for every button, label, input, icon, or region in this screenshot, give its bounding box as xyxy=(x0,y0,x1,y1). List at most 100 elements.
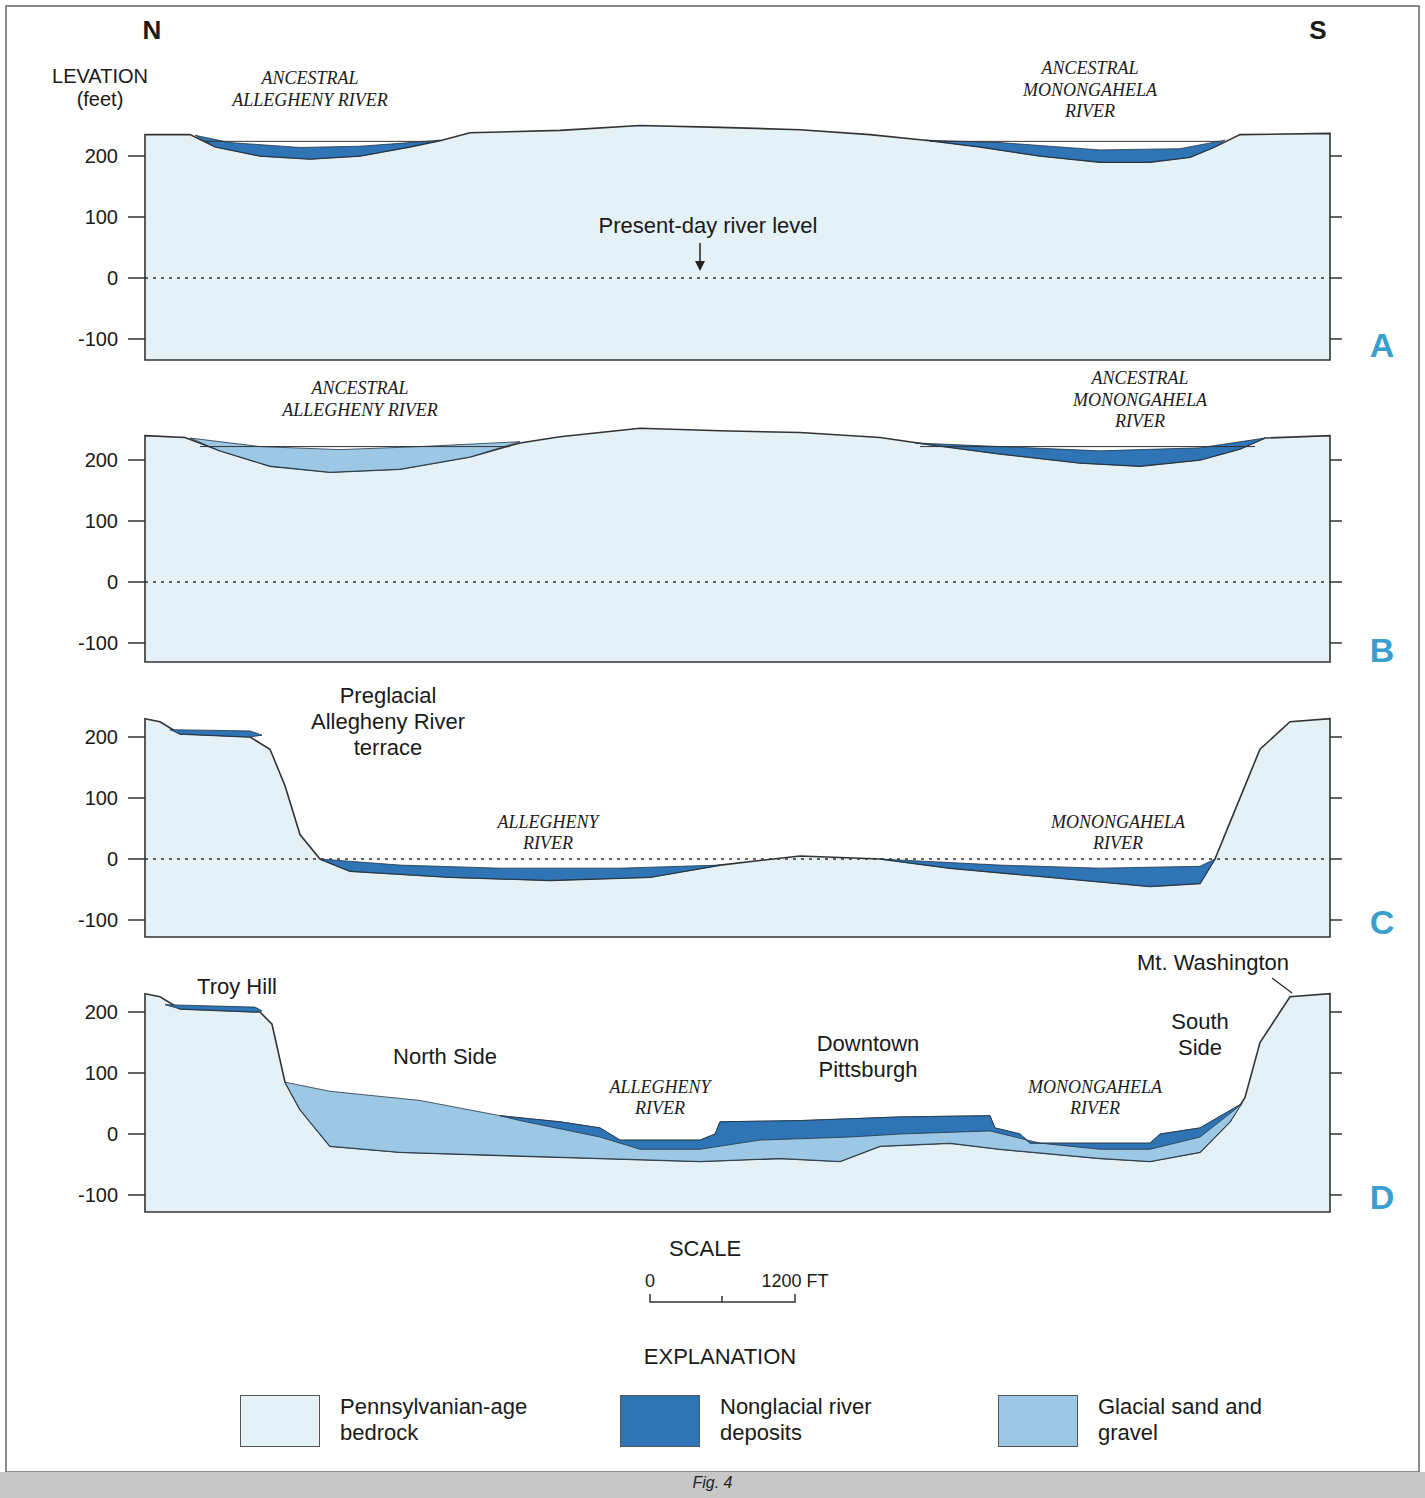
deposit xyxy=(925,140,1225,162)
legend-swatch xyxy=(998,1395,1078,1447)
place-label: South Side xyxy=(1155,1009,1245,1061)
axis-tick xyxy=(1330,1011,1342,1013)
deposit xyxy=(170,730,262,737)
river-label: ANCESTRAL ALLEGHENY RIVER xyxy=(225,68,395,111)
bedrock xyxy=(145,126,1330,361)
water-line xyxy=(200,446,510,447)
river-level-line xyxy=(145,581,1330,583)
legend-swatch xyxy=(240,1395,320,1447)
axis-tick xyxy=(1330,459,1342,461)
axis-label: 200 xyxy=(85,726,118,749)
axis-tick xyxy=(1330,642,1342,644)
axis-label: 0 xyxy=(107,1123,118,1146)
place-label: North Side xyxy=(390,1044,500,1070)
axis-tick xyxy=(1330,1194,1342,1196)
axis-tick xyxy=(128,581,145,583)
legend-swatch xyxy=(620,1395,700,1447)
scale-bar xyxy=(650,1294,795,1302)
axis-tick xyxy=(128,797,145,799)
bedrock xyxy=(145,994,1330,1212)
panel-letter: D xyxy=(1370,1178,1395,1217)
axis-tick xyxy=(128,642,145,644)
axis-tick xyxy=(128,919,145,921)
figure-frame xyxy=(6,6,1419,1472)
place-label: Present-day river level xyxy=(599,213,818,239)
axis-label: -100 xyxy=(78,909,118,932)
axis-tick xyxy=(128,277,145,279)
water-line xyxy=(920,446,1255,447)
deposit xyxy=(190,438,520,472)
section-panel xyxy=(128,428,1342,662)
axis-label: 0 xyxy=(107,571,118,594)
place-label: SCALE xyxy=(669,1236,741,1262)
section-panel xyxy=(128,994,1342,1212)
river-label: MONONGAHELA RIVER xyxy=(1005,1077,1185,1119)
place-label: Troy Hill xyxy=(197,974,277,1000)
axis-label: 100 xyxy=(85,787,118,810)
axis-tick xyxy=(1330,1072,1342,1074)
axis-label: -100 xyxy=(78,632,118,655)
axis-tick xyxy=(128,736,145,738)
axis-tick xyxy=(128,858,145,860)
deposit xyxy=(880,859,1215,886)
axis-tick xyxy=(128,155,145,157)
place-label: EXPLANATION xyxy=(644,1344,796,1370)
caption-bar xyxy=(0,1472,1425,1498)
panel-letter: B xyxy=(1370,631,1395,670)
axis-tick xyxy=(1330,155,1342,157)
deposit xyxy=(165,1005,262,1012)
compass-letter: S xyxy=(1309,15,1326,46)
axis-label: -100 xyxy=(78,328,118,351)
bedrock xyxy=(145,719,1330,937)
legend-text: Nonglacial river deposits xyxy=(720,1394,920,1447)
leader-arrow xyxy=(699,243,701,262)
compass-letter: N xyxy=(143,15,162,46)
axis-tick xyxy=(128,1072,145,1074)
axis-label: 0 xyxy=(107,267,118,290)
axis-label: 100 xyxy=(85,510,118,533)
river-label: ALLEGHENY RIVER xyxy=(585,1077,735,1119)
water-line xyxy=(930,141,1220,142)
deposit xyxy=(195,135,440,159)
axis-tick xyxy=(1330,736,1342,738)
deposit xyxy=(320,859,720,880)
section-panel xyxy=(128,719,1342,937)
scale-number: 1200 FT xyxy=(761,1271,828,1292)
axis-tick xyxy=(1330,277,1342,279)
axis-tick xyxy=(1330,858,1342,860)
arrow-head xyxy=(695,261,705,271)
figure-caption: Fig. 4 xyxy=(0,1474,1425,1492)
axis-tick xyxy=(1330,520,1342,522)
axis-tick xyxy=(128,216,145,218)
place-label: Preglacial Allegheny River terrace xyxy=(298,683,478,761)
axis-tick xyxy=(128,338,145,340)
axis-label: 100 xyxy=(85,1062,118,1085)
section-panel xyxy=(128,126,1342,361)
axis-tick xyxy=(1330,581,1342,583)
river-level-line xyxy=(145,277,1330,279)
bedrock xyxy=(145,428,1330,662)
axis-tick xyxy=(128,520,145,522)
axis-label: 200 xyxy=(85,1001,118,1024)
axis-tick xyxy=(1330,1133,1342,1135)
axis-tick xyxy=(1330,216,1342,218)
river-label: ANCESTRAL ALLEGHENY RIVER xyxy=(275,378,445,421)
river-label: ANCESTRAL MONONGAHELA RIVER xyxy=(1005,58,1175,123)
axis-label: 200 xyxy=(85,449,118,472)
axis-label: 0 xyxy=(107,848,118,871)
axis-tick xyxy=(1330,919,1342,921)
river-label: MONONGAHELA RIVER xyxy=(1028,812,1208,854)
water-line xyxy=(205,141,430,142)
axis-label: -100 xyxy=(78,1184,118,1207)
axis-label: LEVATION (feet) xyxy=(30,65,170,111)
place-label: Downtown Pittsburgh xyxy=(793,1031,943,1083)
axis-tick xyxy=(128,1011,145,1013)
axis-tick xyxy=(128,459,145,461)
legend-text: Glacial sand and gravel xyxy=(1098,1394,1298,1447)
panel-letter: A xyxy=(1370,326,1395,365)
river-label: ANCESTRAL MONONGAHELA RIVER xyxy=(1055,368,1225,433)
leader-line xyxy=(1272,978,1292,993)
place-label: Mt. Washington xyxy=(1137,950,1289,976)
axis-label: 100 xyxy=(85,206,118,229)
